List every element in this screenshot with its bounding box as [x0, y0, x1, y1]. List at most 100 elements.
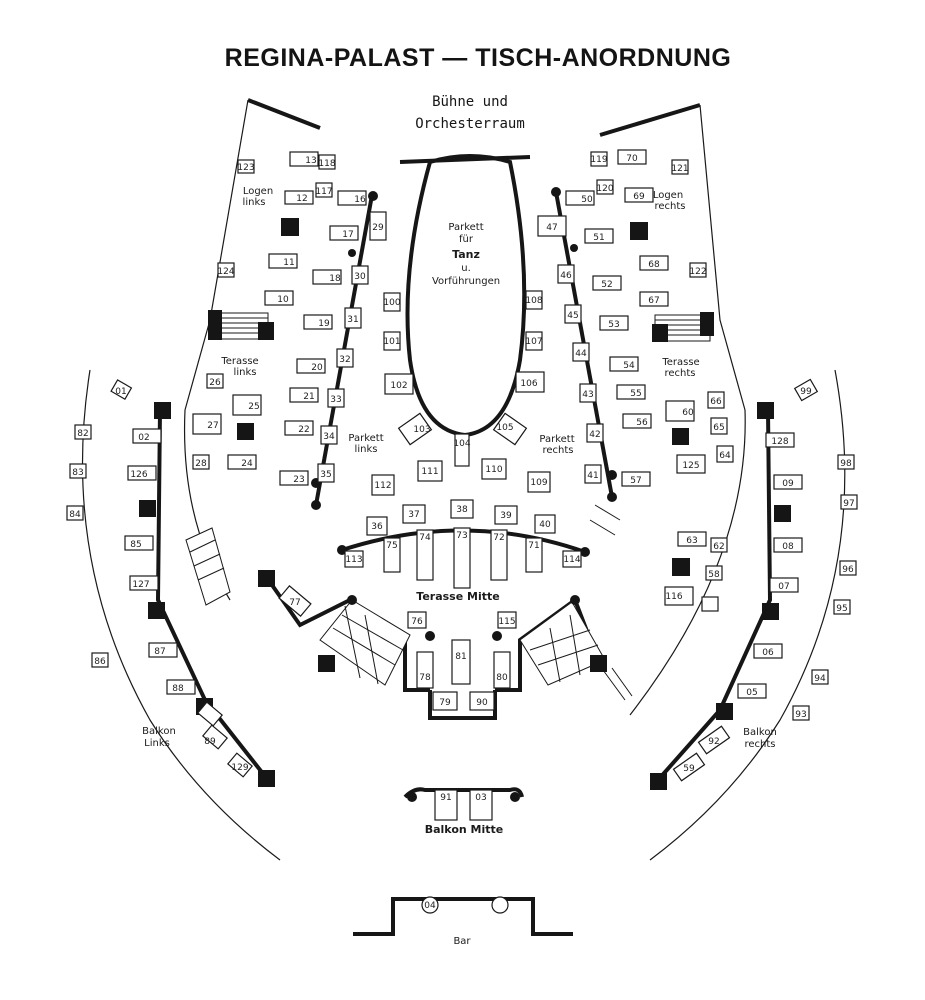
table-number: 78: [419, 673, 431, 683]
stage-label-line2: Orchesterraum: [415, 116, 525, 132]
parkett-label-2: für: [459, 234, 474, 245]
table-number: 112: [374, 481, 391, 491]
table-number: 24: [241, 459, 253, 469]
table-number: 35: [320, 470, 331, 480]
table-number: 33: [330, 395, 341, 405]
table-number: 115: [498, 617, 515, 627]
stage-edge: [399, 155, 531, 164]
table-number: 20: [311, 363, 323, 373]
table-number: 103: [413, 425, 430, 435]
table-number: 56: [636, 418, 648, 428]
table-number: 126: [130, 470, 147, 480]
parkett-links-label-1: Parkett: [348, 433, 383, 444]
table-number: 86: [94, 657, 106, 667]
balkon-links-label-2: Links: [144, 738, 170, 749]
stair-links-balkon: [185, 527, 231, 606]
table-number: 54: [623, 361, 635, 371]
table-number: 123: [237, 163, 254, 173]
table-number: 60: [682, 408, 694, 418]
table-number: 18: [329, 274, 341, 284]
table-number: 97: [843, 499, 854, 509]
table-number: 28: [195, 459, 207, 469]
stair-links-mitte: [319, 599, 411, 686]
table-number: 89: [204, 737, 216, 747]
table-number: 70: [626, 154, 638, 164]
parkett-label-3: Tanz: [452, 248, 480, 261]
terasse-rechts-arc: [629, 409, 746, 716]
table-number: 72: [493, 533, 504, 543]
table-number: 43: [582, 390, 593, 400]
table-number: 90: [476, 698, 488, 708]
table-number: 51: [593, 233, 604, 243]
table-number: 83: [72, 468, 83, 478]
balkon-mitte-label: Balkon Mitte: [425, 823, 504, 836]
table-number: 91: [440, 793, 451, 803]
table-number: 52: [601, 280, 612, 290]
column-blocks: [139, 218, 791, 790]
balkon-links-arc: [81, 369, 281, 861]
table-number: 11: [283, 258, 294, 268]
table-number: 31: [347, 315, 358, 325]
table-number: 29: [372, 223, 384, 233]
table-number: 81: [455, 652, 466, 662]
table-number: 38: [456, 505, 468, 515]
table-number: 04: [424, 901, 436, 911]
table-number: 113: [345, 555, 362, 565]
table-number: 02: [138, 433, 149, 443]
table-number: 100: [383, 298, 400, 308]
table-number: 19: [318, 319, 330, 329]
table-number: 96: [842, 565, 854, 575]
table-number: 40: [539, 520, 551, 530]
dance-floor: [405, 154, 527, 438]
table-number: 102: [390, 381, 407, 391]
terasse-rechts-label-2: rechts: [664, 368, 695, 379]
table-number: 45: [567, 311, 578, 321]
table-number: 44: [575, 349, 587, 359]
table-number: 101: [383, 337, 400, 347]
table-numbers: 123 13 118 117 12 11 10 124 16 17 29 18 …: [69, 154, 854, 911]
parkett-links-label-2: links: [355, 444, 378, 455]
logen-links-wall: [247, 98, 321, 130]
table-number: 125: [682, 461, 699, 471]
table-number: 37: [408, 510, 419, 520]
table-number: 53: [608, 320, 619, 330]
parkett-rechts-label-1: Parkett: [539, 434, 574, 445]
table-number: 27: [207, 421, 218, 431]
table-number: 66: [710, 397, 722, 407]
table-number: 39: [500, 511, 512, 521]
table-number: 84: [69, 510, 81, 520]
table-number: 10: [277, 295, 289, 305]
table-number: 08: [782, 542, 794, 552]
table-number: 98: [840, 459, 852, 469]
pillars: [311, 187, 617, 641]
table-number: 82: [77, 429, 88, 439]
terasse-links-label-2: links: [234, 367, 257, 378]
stair-rechts-mitte: [519, 601, 606, 686]
table-number: 99: [800, 387, 812, 397]
stage-label-line1: Bühne und: [432, 94, 508, 110]
table-number: 77: [289, 598, 300, 608]
parkett-rechts-label-2: rechts: [542, 445, 573, 456]
table-number: 05: [746, 688, 757, 698]
table-number: 55: [630, 389, 641, 399]
table-number: 122: [689, 267, 706, 277]
table-number: 17: [342, 230, 353, 240]
table-number: 75: [386, 541, 397, 551]
balkon-mitte-rail: [403, 787, 524, 799]
table-number: 34: [323, 432, 335, 442]
table-number: 22: [298, 425, 309, 435]
bar-counter: [353, 897, 573, 936]
table-number: 118: [318, 159, 335, 169]
logen-rechts-wall: [599, 103, 701, 137]
parkett-label-1: Parkett: [448, 222, 483, 233]
table-number: 07: [778, 582, 789, 592]
balkon-links-label-1: Balkon: [142, 726, 176, 737]
table-number: 104: [453, 439, 470, 449]
balkon-rechts-label-2: rechts: [744, 739, 775, 750]
table-number: 109: [530, 478, 547, 488]
table-number: 76: [411, 617, 423, 627]
table-number: 108: [525, 296, 542, 306]
table-number: 42: [589, 430, 600, 440]
table-number: 57: [630, 476, 641, 486]
